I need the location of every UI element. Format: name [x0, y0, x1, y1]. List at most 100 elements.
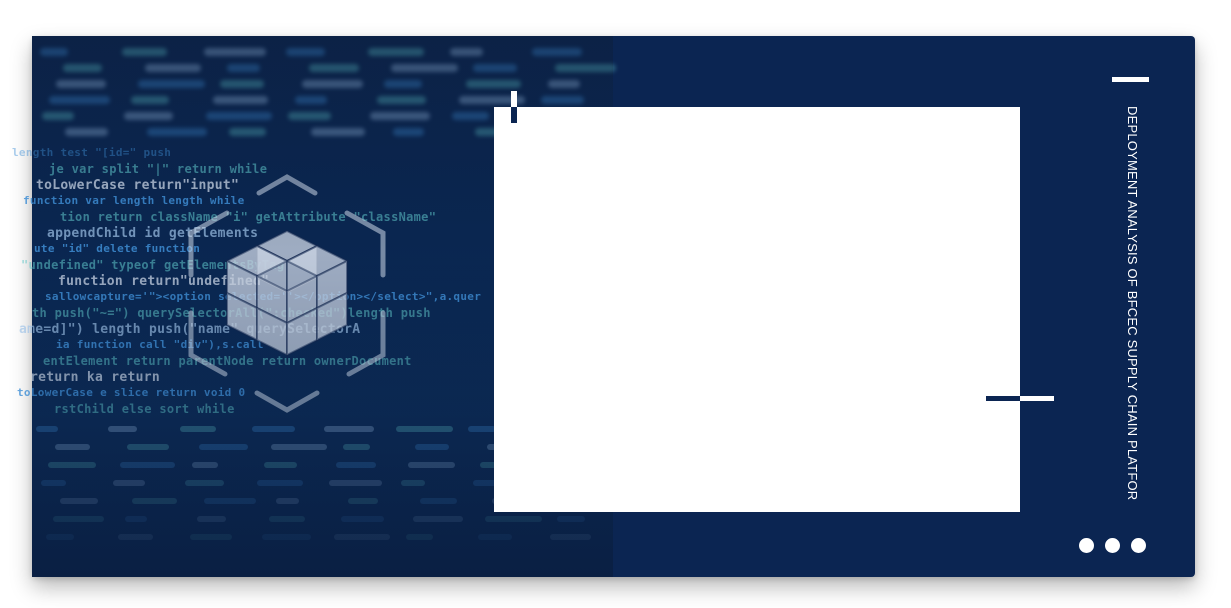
faded-code-fragment — [127, 444, 169, 450]
code-line: length test "[id=" push — [12, 146, 172, 159]
faded-code-fragment — [276, 498, 299, 504]
blurred-code-fragment — [147, 128, 207, 136]
faded-code-fragment — [36, 426, 58, 432]
blurred-code-fragment — [288, 112, 331, 120]
blurred-code-fragment — [311, 128, 365, 136]
dot-indicator — [1131, 538, 1146, 553]
blurred-code-fragment — [65, 128, 108, 136]
blurred-code-fragment — [227, 64, 260, 72]
code-line: "undefined" typeof getElementsByTag — [21, 258, 285, 272]
faded-code-fragment — [192, 462, 218, 468]
faded-code-fragment — [557, 516, 585, 522]
faded-code-fragment — [108, 426, 137, 432]
blurred-code-fragment — [541, 96, 584, 104]
blurred-code-fragment — [391, 64, 458, 72]
faded-code-fragment — [125, 516, 147, 522]
content-placeholder-box — [494, 107, 1020, 512]
blurred-code-fragment — [532, 48, 582, 56]
faded-code-fragment — [550, 534, 591, 540]
blurred-code-fragment — [377, 96, 426, 104]
faded-code-fragment — [415, 444, 449, 450]
slide-card: length test "[id=" push je var split "|" … — [12, 36, 1195, 577]
blurred-code-fragment — [122, 48, 167, 56]
faded-code-fragment — [53, 516, 104, 522]
faded-code-fragment — [118, 534, 153, 540]
faded-code-fragment — [204, 498, 256, 504]
blurred-code-fragment — [49, 96, 110, 104]
blurred-code-fragment — [459, 96, 525, 104]
title-accent-bar — [1112, 77, 1149, 82]
blurred-code-fragment — [555, 64, 616, 72]
code-line: toLowerCase return"input" — [36, 178, 240, 193]
faded-code-fragment — [473, 480, 504, 486]
faded-code-fragment — [190, 534, 232, 540]
faded-code-fragment — [197, 516, 226, 522]
faded-code-fragment — [329, 480, 382, 486]
blurred-code-fragment — [368, 48, 424, 56]
faded-code-fragment — [348, 498, 378, 504]
faded-code-fragment — [132, 498, 177, 504]
blurred-code-fragment — [466, 80, 521, 88]
code-line: toLowerCase e slice return void 0 — [17, 386, 246, 399]
blurred-code-fragment — [384, 80, 422, 88]
faded-code-fragment — [396, 426, 453, 432]
faded-code-fragment — [420, 498, 457, 504]
faded-code-fragment — [46, 534, 74, 540]
dot-indicator — [1079, 538, 1094, 553]
blurred-code-fragment — [452, 112, 489, 120]
blurred-code-fragment — [213, 96, 268, 104]
faded-code-fragment — [341, 516, 384, 522]
blurred-code-fragment — [145, 64, 201, 72]
code-line: je var split "|" return while — [49, 162, 268, 176]
faded-code-fragment — [334, 534, 390, 540]
code-line: appendChild id getElements — [47, 226, 259, 241]
blurred-code-fragment — [204, 48, 266, 56]
faded-code-fragment — [478, 534, 512, 540]
code-line: rstChild else sort while — [54, 402, 235, 416]
blurred-code-fragment — [548, 80, 580, 88]
slide-title: DEPLOYMENT ANALYSIS OF BFCEC SUPPLY CHAI… — [1125, 106, 1140, 501]
blurred-code-fragment — [302, 80, 363, 88]
faded-code-fragment — [468, 426, 496, 432]
faded-code-fragment — [485, 516, 542, 522]
blurred-code-fragment — [450, 48, 483, 56]
faded-code-fragment — [180, 426, 216, 432]
blurred-code-fragment — [370, 112, 430, 120]
faded-code-fragment — [401, 480, 425, 486]
code-line: entElement return parentNode return owne… — [43, 354, 412, 368]
blurred-code-fragment — [138, 80, 205, 88]
faded-code-fragment — [264, 462, 297, 468]
code-line: tion return className "i" getAttribute "… — [60, 210, 437, 224]
faded-code-fragment — [257, 480, 303, 486]
faded-code-fragment — [199, 444, 248, 450]
blurred-code-fragment — [473, 64, 517, 72]
faded-code-fragment — [41, 480, 66, 486]
code-line: return ka return — [30, 370, 161, 385]
faded-code-fragment — [185, 480, 224, 486]
faded-code-fragment — [120, 462, 175, 468]
faded-code-fragment — [406, 534, 433, 540]
blurred-code-fragment — [131, 96, 169, 104]
vertical-accent-tick — [511, 91, 517, 123]
code-line: function return"undefined" — [58, 274, 270, 289]
faded-code-fragment — [271, 444, 327, 450]
pagination-dots — [1079, 538, 1146, 553]
faded-code-fragment — [269, 516, 305, 522]
cube-hexagon-icon — [188, 174, 386, 413]
horizontal-accent-tick — [986, 396, 1054, 401]
faded-code-fragment — [55, 444, 90, 450]
faded-code-fragment — [48, 462, 96, 468]
blurred-code-fragment — [63, 64, 102, 72]
faded-code-fragment — [262, 534, 311, 540]
faded-code-fragment — [343, 444, 370, 450]
blurred-code-fragment — [206, 112, 272, 120]
code-line: function var length length while — [23, 194, 245, 207]
blurred-code-fragment — [309, 64, 359, 72]
faded-code-fragment — [336, 462, 376, 468]
blurred-code-fragment — [220, 80, 264, 88]
blurred-code-fragment — [124, 112, 173, 120]
faded-code-fragment — [60, 498, 98, 504]
faded-code-fragment — [113, 480, 145, 486]
faded-code-fragment — [252, 426, 295, 432]
blurred-code-fragment — [42, 112, 74, 120]
